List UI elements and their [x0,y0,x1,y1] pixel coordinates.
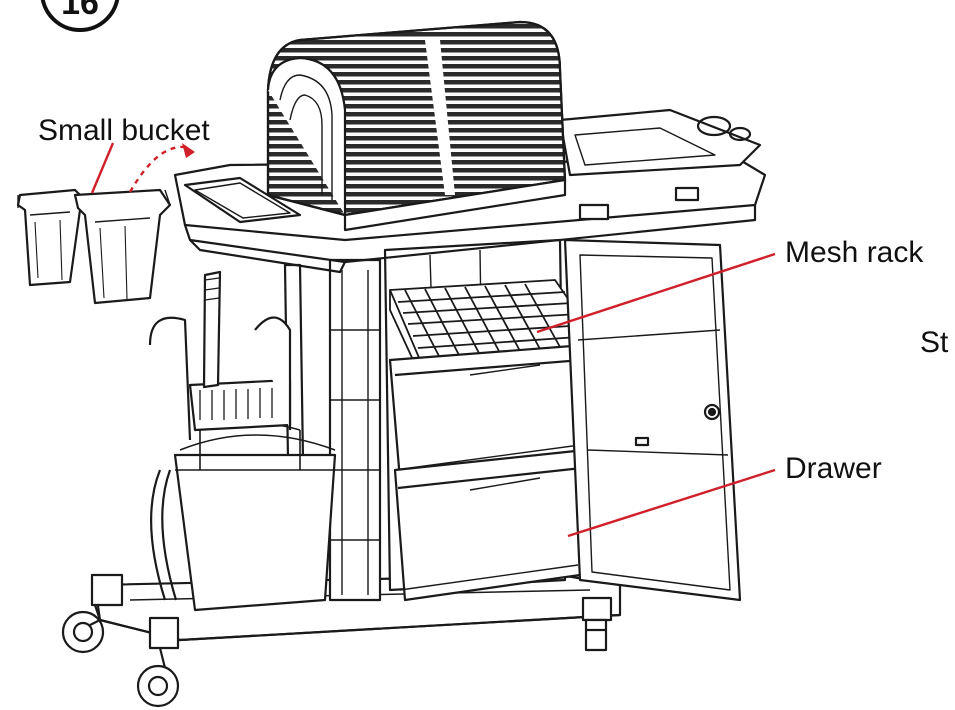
hood-cover [266,20,567,232]
step-circle [40,0,120,32]
mesh-rack-label: Mesh rack [785,236,924,269]
caster-wheel [581,596,613,652]
drawer-leader [567,468,776,538]
step-number-badge: 16 [40,0,120,32]
mop-bucket [173,421,337,612]
wringer [148,316,292,441]
step-number: 16 [61,0,99,22]
open-door [563,238,742,602]
small-bucket-pair [16,188,172,305]
small-bucket-leader [90,142,115,194]
mop-handle [150,270,222,601]
arrowhead-icon [182,143,195,158]
small-bucket-label: Small bucket [38,114,210,147]
lower-drawer [393,448,587,602]
leader-lines [90,142,776,538]
cropped-label: St [920,326,949,359]
caster-wheel [61,573,124,654]
drawer-label: Drawer [785,452,882,485]
cart [16,20,767,708]
caster-wheel [136,616,180,708]
mesh-rack-leader [536,252,776,334]
